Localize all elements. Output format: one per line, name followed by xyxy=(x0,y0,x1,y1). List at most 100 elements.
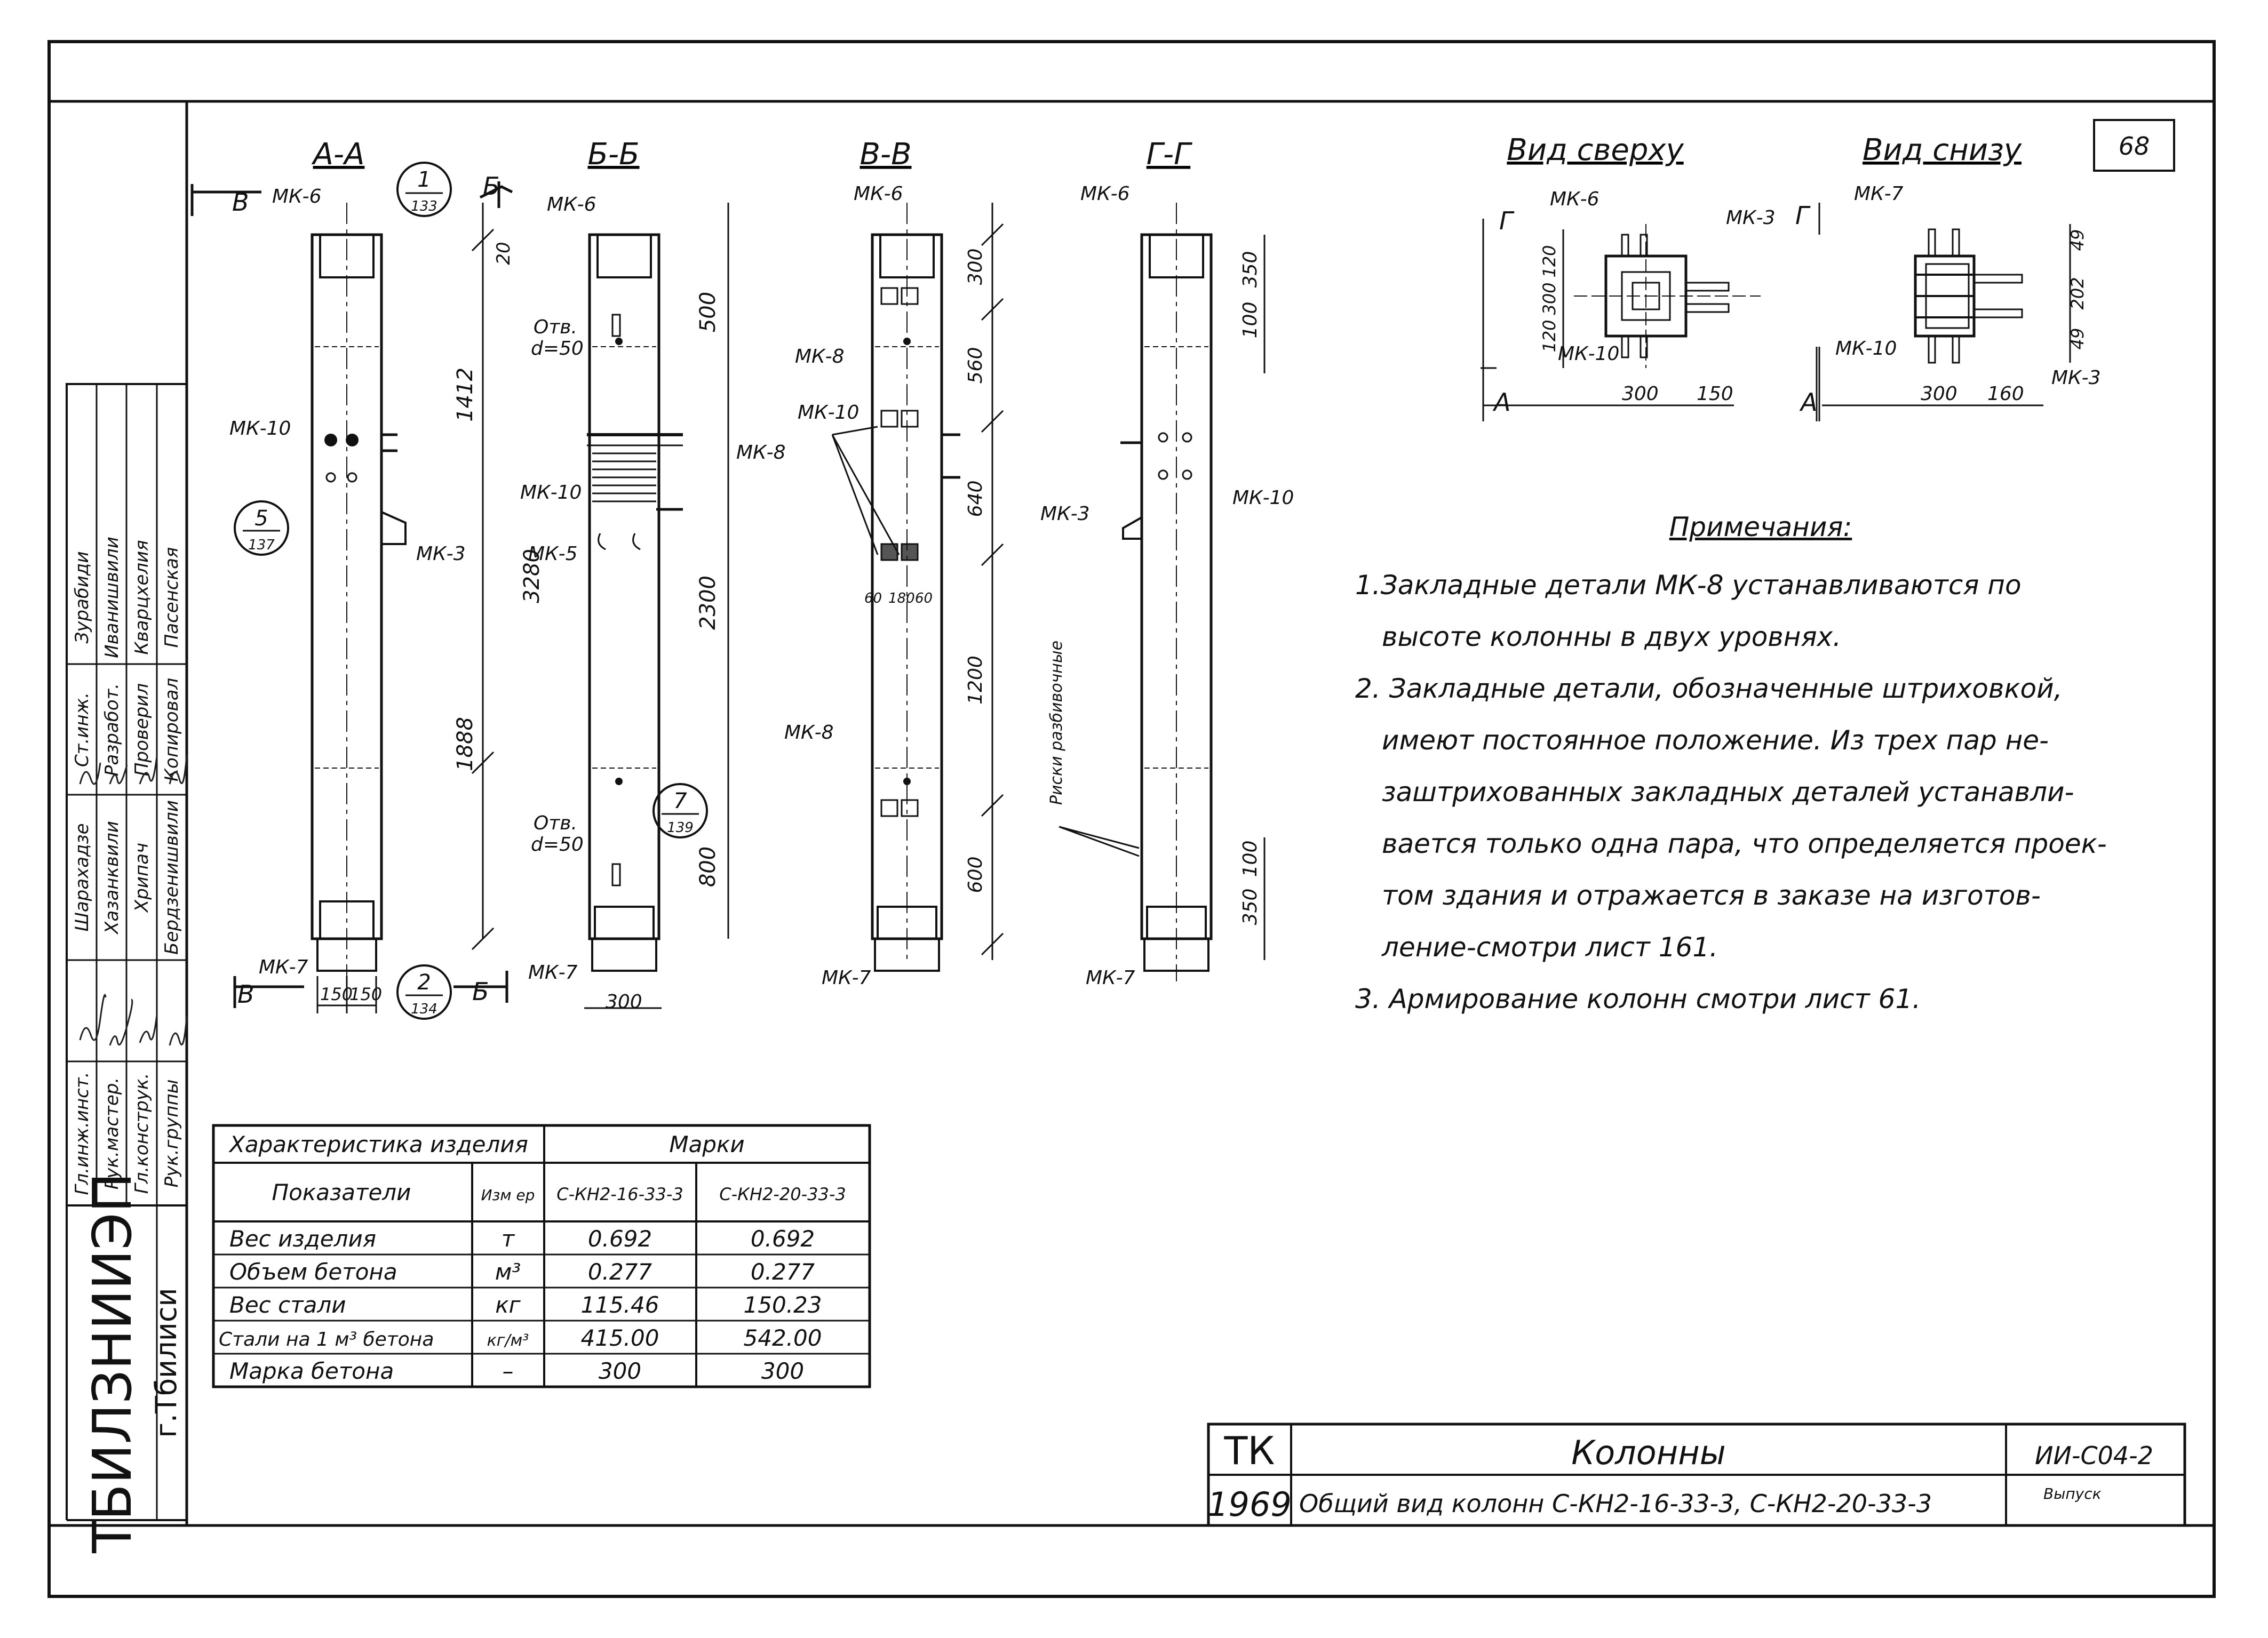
label-b-mk6: МК-6 xyxy=(547,194,596,215)
callout-a-1: 1 133 xyxy=(396,162,452,217)
label-top-mk3: МК-3 xyxy=(1726,207,1776,229)
stamp-name-7: Кварцхелия xyxy=(131,540,153,654)
table-row2-v1: 0.277 xyxy=(588,1259,652,1285)
table-row3-v2: 150.23 xyxy=(744,1292,822,1318)
note-d-risks: Риски разбивочные xyxy=(1047,641,1066,805)
label-top-mk6: МК-6 xyxy=(1550,188,1599,210)
stamp-name-2: Хазанквили xyxy=(101,821,123,935)
table-row4-v1: 415.00 xyxy=(581,1325,659,1351)
callout-b-7-num: 7 xyxy=(673,789,687,813)
stamp-role-6: Разработ. xyxy=(101,683,123,776)
note-line-2: высоте колонны в двух уровнях. xyxy=(1382,621,1842,652)
label-d-mk7: МК-7 xyxy=(1086,967,1135,989)
callout-a-2-num: 2 xyxy=(417,970,431,995)
note-line-3: 2. Закладные детали, обозначенные штрихо… xyxy=(1355,673,2063,704)
dim-b-500: 500 xyxy=(696,292,720,332)
label-c-mk8-top: МК-8 xyxy=(795,346,845,367)
dim-b-3280: 3280 xyxy=(520,549,544,603)
dim-b-2300: 2300 xyxy=(696,576,720,630)
label-b-mk10: МК-10 xyxy=(520,482,582,504)
dim-c-180: 180 xyxy=(888,590,915,606)
bottom-view xyxy=(1816,224,2071,421)
label-a-mk7: МК-7 xyxy=(259,956,308,978)
dim-c-1200: 1200 xyxy=(965,656,986,705)
note-line-7: том здания и отражается в заказе на изго… xyxy=(1382,880,2041,911)
table-row1-unit: т xyxy=(502,1226,515,1252)
label-c-mk10: МК-10 xyxy=(798,402,859,424)
dim-b-800: 800 xyxy=(696,846,720,887)
org-name: ТБИЛЗНИИЭП xyxy=(81,1172,144,1554)
table-row2-v2: 0.277 xyxy=(751,1259,815,1285)
stamp-name-5: Зурабиди xyxy=(71,551,93,643)
dim-c-640: 640 xyxy=(965,481,986,517)
label-a-mk10: МК-10 xyxy=(229,418,291,440)
notes-title: Примечания: xyxy=(1669,512,1852,542)
table-col-indicator: Показатели xyxy=(272,1179,411,1205)
table-row4-unit: кг/м³ xyxy=(487,1331,529,1350)
dim-top-300-v: 300 xyxy=(1539,282,1559,315)
table-row2-name: Объем бетона xyxy=(229,1259,397,1285)
title-year: 1969 xyxy=(1207,1485,1292,1524)
table-row2-unit: м³ xyxy=(495,1259,521,1285)
label-c-mk7: МК-7 xyxy=(822,967,871,989)
callout-a-5-num: 5 xyxy=(254,506,268,531)
note-line-9: 3. Армирование колонн смотри лист 61. xyxy=(1355,984,1921,1014)
callout-b-7-den: 139 xyxy=(667,820,694,836)
view-title-c: В-В xyxy=(860,137,911,172)
hole-b-1-label: Отв. xyxy=(534,316,577,338)
view-title-d: Г-Г xyxy=(1147,137,1192,172)
dim-top-120-b: 120 xyxy=(1539,319,1559,352)
callout-a-1-num: 1 xyxy=(417,167,431,192)
dim-bottom-49-b: 49 xyxy=(2067,328,2088,350)
notes-block: Примечания: 1.Закладные детали МК-8 уста… xyxy=(1355,501,2166,1025)
dim-b-20: 20 xyxy=(493,242,514,265)
table-header-right: Марки xyxy=(669,1131,744,1157)
dim-c-560: 560 xyxy=(965,347,986,384)
hole-b-2-label: Отв. xyxy=(534,812,577,834)
callout-a-5-den: 137 xyxy=(248,537,275,553)
sheet-number: 68 xyxy=(2119,132,2150,161)
label-c-mk8-mid: МК-8 xyxy=(736,442,786,464)
label-b-mk7: МК-7 xyxy=(528,962,578,984)
hole-b-2-dia: d=50 xyxy=(531,834,584,856)
dim-c-300: 300 xyxy=(965,249,986,285)
label-bottom-a: А xyxy=(1799,388,1817,417)
column-view-c xyxy=(831,203,1004,972)
view-title-bottom: Вид снизу xyxy=(1863,133,2022,167)
stamp-role-7: Проверил xyxy=(131,683,153,776)
table-row3-unit: кг xyxy=(495,1292,521,1318)
dim-bottom-300: 300 xyxy=(1921,383,1957,405)
label-top-g-left: Г xyxy=(1499,206,1515,235)
dim-a-150-1: 150 xyxy=(320,984,353,1004)
title-block xyxy=(1207,1423,2186,1527)
column-view-b xyxy=(453,181,683,1009)
label-c-mk8-bot: МК-8 xyxy=(784,722,834,744)
dim-b-1888: 1888 xyxy=(453,717,478,771)
table-row1-name: Вес изделия xyxy=(229,1226,376,1252)
dim-a-150-2: 150 xyxy=(349,984,382,1004)
table-row1-v2: 0.692 xyxy=(751,1226,815,1252)
callout-a-2: 2 134 xyxy=(396,964,452,1020)
stamp-role-1: Гл.инж.инст. xyxy=(71,1072,93,1195)
label-bottom-mk7: МК-7 xyxy=(1854,183,1904,205)
view-title-a: А-А xyxy=(312,137,365,172)
title-main: Колонны xyxy=(1571,1433,1726,1472)
title-subtitle: Общий вид колонн С-КН2-16-33-3, С-КН2-20… xyxy=(1299,1489,1932,1518)
table-row4-v2: 542.00 xyxy=(744,1325,822,1351)
dim-d-100-bot: 100 xyxy=(1239,841,1261,877)
note-line-6: вается только одна пара, что определяетс… xyxy=(1382,828,2107,859)
label-b-section-top: Б xyxy=(483,172,500,201)
stamp-role-5: Ст.инж. xyxy=(71,692,93,767)
label-b-mk5: МК-5 xyxy=(528,543,578,565)
table-row5-name: Марка бетона xyxy=(229,1358,394,1384)
callout-a-2-den: 134 xyxy=(411,1001,437,1017)
dim-d-100-top: 100 xyxy=(1239,302,1261,339)
table-col-mark2: С-КН2-20-33-3 xyxy=(719,1184,846,1204)
table-row1-v1: 0.692 xyxy=(588,1226,652,1252)
stamp-name-3: Хрипач xyxy=(131,843,153,913)
table-row3-name: Вес стали xyxy=(229,1292,346,1318)
org-city: г.Тбилиси xyxy=(149,1288,183,1437)
stamp-role-3: Гл.конструк. xyxy=(131,1073,153,1194)
outer-frame xyxy=(47,40,2216,1598)
label-d-mk10: МК-10 xyxy=(1232,487,1294,509)
